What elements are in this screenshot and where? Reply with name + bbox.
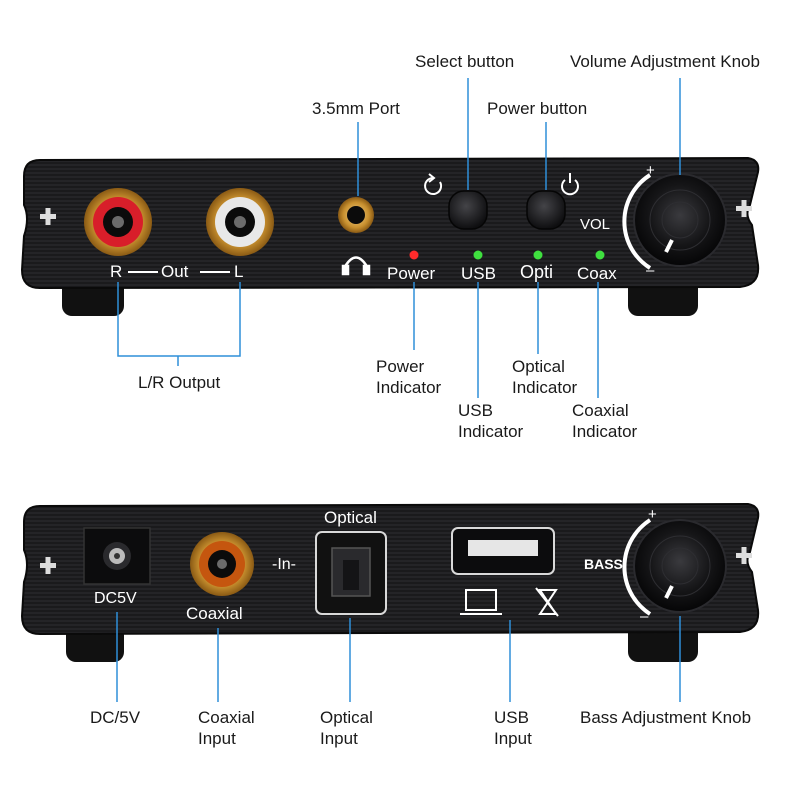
back-panel bbox=[20, 502, 760, 662]
callout-usb-input: USB Input bbox=[494, 707, 532, 749]
optical-panel-label: Optical bbox=[324, 508, 377, 527]
headphone-port bbox=[338, 197, 374, 233]
callout-optical-input-line1: Optical bbox=[320, 708, 373, 727]
front-panel bbox=[20, 156, 760, 316]
callout-dc5v: DC/5V bbox=[90, 708, 141, 727]
bass-knob[interactable] bbox=[622, 518, 727, 616]
coaxial-jack bbox=[190, 532, 254, 596]
screw-icon bbox=[736, 547, 752, 564]
screw-icon bbox=[40, 208, 56, 225]
callout-volume-knob: Volume Adjustment Knob bbox=[570, 52, 760, 71]
callout-optical-indicator: Optical Indicator bbox=[512, 356, 577, 398]
callout-usb-input-line1: USB bbox=[494, 708, 529, 727]
optical-port bbox=[315, 531, 387, 615]
callout-usb-indicator: USB Indicator bbox=[458, 400, 523, 442]
callout-coaxial-input: Coaxial Input bbox=[198, 707, 255, 749]
dc-jack bbox=[83, 527, 151, 585]
callout-coaxial-indicator-line2: Indicator bbox=[572, 422, 638, 441]
dc-label: DC5V bbox=[94, 590, 137, 607]
callout-select-button: Select button bbox=[415, 52, 515, 71]
bass-label: BASS bbox=[584, 556, 623, 572]
callout-optical-indicator-line1: Optical bbox=[512, 357, 565, 376]
indicator-label-usb: USB bbox=[461, 264, 496, 283]
jack-label-r: R bbox=[110, 262, 123, 281]
callout-coaxial-indicator: Coaxial Indicator bbox=[572, 400, 637, 442]
usb-port bbox=[451, 527, 555, 575]
callout-coaxial-input-line2: Input bbox=[198, 729, 236, 748]
rca-jack-red bbox=[84, 188, 152, 256]
indicator-label-coax: Coax bbox=[577, 264, 617, 283]
power-icon bbox=[561, 173, 579, 196]
optical-led bbox=[533, 250, 543, 260]
callout-optical-indicator-line2: Indicator bbox=[512, 378, 578, 397]
coaxial-panel-label: Coaxial bbox=[186, 604, 243, 623]
coaxial-led bbox=[595, 250, 605, 260]
callout-power-indicator-line1: Power bbox=[376, 357, 425, 376]
vol-label: VOL bbox=[580, 216, 611, 233]
leader-lr-output bbox=[117, 282, 241, 357]
callout-usb-indicator-line2: Indicator bbox=[458, 422, 524, 441]
laptop-icon bbox=[460, 589, 502, 615]
bass-minus: – bbox=[640, 608, 649, 625]
callout-lines bbox=[116, 78, 681, 702]
usb-led bbox=[473, 250, 483, 260]
callout-35mm-port: 3.5mm Port bbox=[312, 99, 400, 118]
volume-knob[interactable] bbox=[622, 173, 727, 270]
callout-optical-input-line2: Input bbox=[320, 729, 358, 748]
headphone-icon bbox=[341, 256, 371, 276]
vol-minus: – bbox=[646, 262, 655, 279]
jack-label-out: Out bbox=[161, 262, 189, 281]
refresh-icon bbox=[424, 173, 443, 195]
callout-optical-input: Optical Input bbox=[320, 707, 373, 749]
rca-jack-white bbox=[206, 188, 274, 256]
speaker-mute-icon bbox=[535, 587, 559, 617]
callout-usb-input-line2: Input bbox=[494, 729, 532, 748]
screw-icon bbox=[40, 557, 56, 574]
screw-icon bbox=[736, 200, 752, 217]
power-led bbox=[409, 250, 419, 260]
callout-coaxial-input-line1: Coaxial bbox=[198, 708, 255, 727]
callout-power-indicator: Power Indicator bbox=[376, 356, 441, 398]
callout-power-indicator-line2: Indicator bbox=[376, 378, 442, 397]
in-label: -In- bbox=[272, 556, 296, 573]
callout-coaxial-indicator-line1: Coaxial bbox=[572, 401, 629, 420]
callout-usb-indicator-line1: USB bbox=[458, 401, 493, 420]
jack-label-l: L bbox=[234, 262, 244, 281]
callout-power-button: Power button bbox=[487, 99, 588, 118]
callout-bass-knob: Bass Adjustment Knob bbox=[580, 708, 752, 727]
indicator-label-opti: Opti bbox=[520, 262, 554, 282]
bass-plus: + bbox=[648, 506, 657, 523]
indicator-label-power: Power bbox=[387, 264, 436, 283]
power-button[interactable] bbox=[526, 190, 566, 230]
front-panel-body bbox=[20, 156, 760, 290]
select-button[interactable] bbox=[448, 190, 488, 230]
vol-plus: + bbox=[646, 162, 655, 179]
callout-lr-output: L/R Output bbox=[138, 373, 221, 392]
